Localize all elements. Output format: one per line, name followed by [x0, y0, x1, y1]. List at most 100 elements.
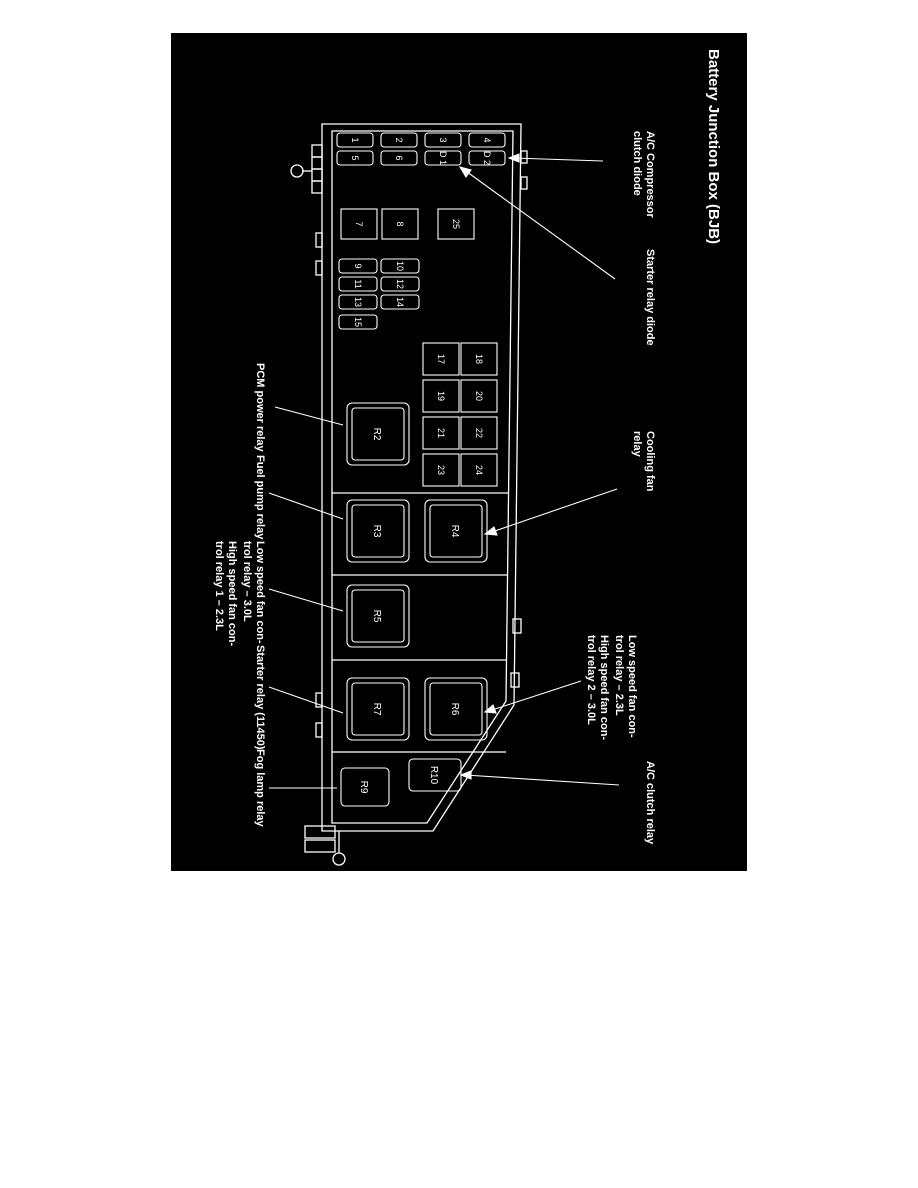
bjb-diagram-svg: 1 5 2 6 3 D 1 4 D 2 7 8 25 9 10 11 12 13…: [213, 49, 722, 866]
fuse-25: [437, 208, 475, 240]
relay-r2: [351, 407, 405, 461]
fuse-label-3: 3: [438, 137, 448, 142]
relay-label-r6: R6: [449, 703, 460, 716]
diagram-title: Battery Junction Box (BJB): [705, 49, 722, 244]
fuse-label-13: 13: [353, 297, 363, 307]
mount-hole-top: [290, 164, 304, 178]
label-high-speed-30-2: trol relay 2 – 3.0L: [585, 635, 597, 725]
fuse-label-12: 12: [395, 279, 405, 289]
fuse-5: [336, 150, 374, 166]
fuse-label-7: 7: [354, 221, 364, 226]
label-low-speed-30-2: trol relay – 3.0L: [241, 541, 253, 622]
fuse-15: [338, 314, 378, 330]
leader-ac-clutch: [464, 774, 620, 786]
label-high-speed-30-1: High speed fan con-: [598, 635, 610, 740]
label-low-speed-23-2: trol relay – 2.3L: [613, 635, 625, 716]
fuse-label-14: 14: [395, 297, 405, 307]
fuse-7: [340, 208, 378, 240]
fuse-label-21: 21: [436, 428, 446, 438]
leader-fuel-pump: [268, 492, 344, 520]
fuse-10: [380, 258, 420, 274]
relay-label-r7: R7: [371, 703, 382, 716]
leader-ac-diode: [512, 157, 604, 162]
leader-starter-relay: [268, 686, 344, 714]
label-starter-diode: Starter relay diode: [644, 249, 656, 346]
mounting-tabs: [302, 144, 528, 853]
fuse-label-10: 10: [395, 261, 405, 271]
fuse-label-17: 17: [436, 354, 446, 364]
relay-label-r4: R4: [449, 525, 460, 538]
fuse-8: [381, 208, 419, 240]
fuse-label-9: 9: [353, 263, 363, 268]
fuse-label-2: 2: [394, 137, 404, 142]
fuse-9: [338, 258, 378, 274]
label-ac-diode-2: clutch diode: [631, 131, 643, 196]
fuse-17: [422, 342, 460, 376]
label-starter-relay: Starter relay (11450): [254, 645, 266, 750]
relay-r3-outer: [346, 499, 410, 563]
fuse-2: [380, 132, 418, 148]
relay-r4: [429, 504, 483, 558]
relay-label-r2: R2: [371, 428, 382, 441]
fuse-label-15: 15: [353, 317, 363, 327]
label-low-speed-23-1: Low speed fan con-: [626, 635, 638, 738]
arrow-high-speed-30: [483, 704, 497, 714]
fuse-20: [460, 379, 498, 413]
diode-2: [468, 150, 506, 166]
fuse-12: [380, 276, 420, 292]
label-high-speed-23-2: trol relay 1 – 2.3L: [213, 541, 225, 631]
fuse-label-5: 5: [350, 155, 360, 160]
fuse-1: [336, 132, 374, 148]
relay-label-r5: R5: [371, 610, 382, 623]
relay-r5: [351, 589, 405, 643]
fuse-label-4: 4: [482, 137, 492, 142]
leader-cooling-fan: [488, 488, 618, 534]
leader-pcm: [274, 406, 344, 426]
mount-hole-bottom: [332, 852, 346, 866]
fuse-22: [460, 416, 498, 450]
housing-outline: [321, 123, 522, 832]
arrow-ac-diode: [507, 153, 520, 163]
relay-r6-outer: [424, 677, 488, 741]
label-ac-diode-1: A/C Compressor: [644, 131, 656, 219]
relay-r6: [429, 682, 483, 736]
fuse-18: [460, 342, 498, 376]
fuse-label-24: 24: [474, 465, 484, 475]
fuse-13: [338, 294, 378, 310]
label-cooling-fan-1: Cooling fan: [644, 431, 656, 492]
fuse-label-25: 25: [451, 219, 461, 229]
label-fuel-pump: Fuel pump relay: [254, 455, 266, 540]
relay-label-r3: R3: [371, 525, 382, 538]
fuse-3: [424, 132, 462, 148]
arrow-ac-clutch: [459, 770, 472, 780]
leader-starter-diode: [462, 168, 616, 280]
fuse-label-20: 20: [474, 391, 484, 401]
relay-r4-outer: [424, 499, 488, 563]
label-ac-clutch: A/C clutch relay: [644, 761, 656, 845]
fuse-23: [422, 453, 460, 487]
fuse-label-23: 23: [436, 465, 446, 475]
relay-label-r9: R9: [358, 781, 369, 794]
fuse-label-8: 8: [395, 221, 405, 226]
diode-1: [424, 150, 462, 166]
fuse-19: [422, 379, 460, 413]
relay-r7: [351, 682, 405, 736]
label-low-speed-30-1: Low speed fan con-: [254, 541, 266, 644]
fuse-4: [468, 132, 506, 148]
fuse-label-11: 11: [353, 279, 363, 288]
fuse-label-22: 22: [474, 428, 484, 438]
arrow-cooling-fan: [483, 526, 498, 536]
leader-high-speed-30: [488, 680, 582, 712]
diode-label-2: D 2: [482, 151, 492, 165]
housing-inner-outline: [331, 130, 514, 824]
relay-r2-outer: [346, 402, 410, 466]
label-cooling-fan-2: relay: [631, 431, 643, 458]
label-fog-lamp: Fog lamp relay: [254, 749, 266, 828]
fuse-14: [380, 294, 420, 310]
arrow-starter-diode: [458, 166, 472, 179]
fuse-11: [338, 276, 378, 292]
fuse-label-19: 19: [436, 391, 446, 401]
relay-r3: [351, 504, 405, 558]
relay-r9: [340, 767, 390, 807]
label-pcm: PCM power relay: [254, 363, 266, 453]
